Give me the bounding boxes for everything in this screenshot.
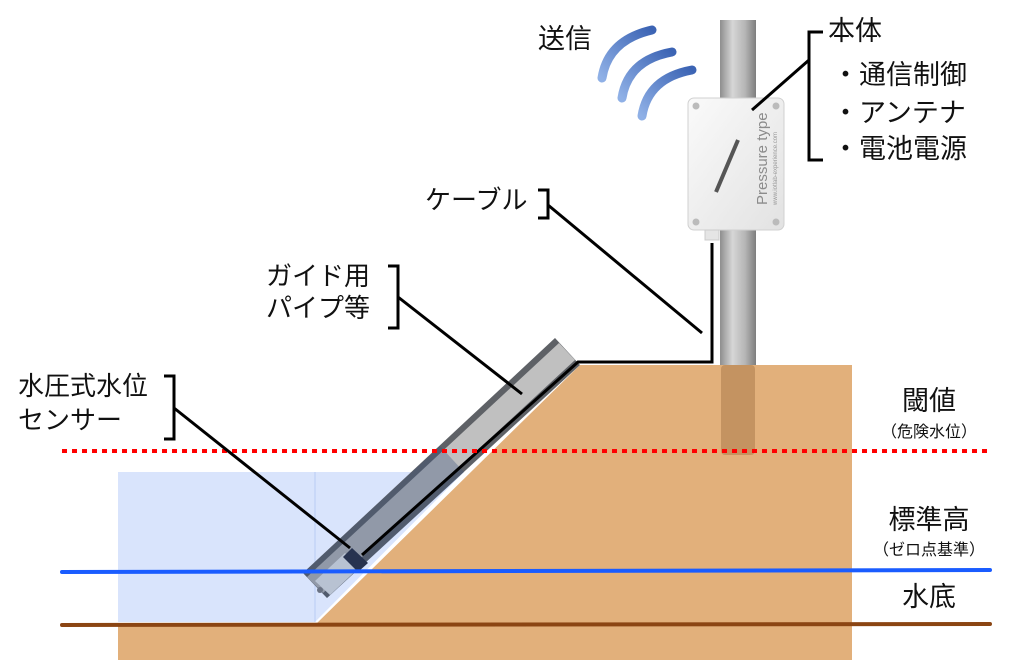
guide-pipe xyxy=(303,338,580,598)
cable-label: ケーブル xyxy=(425,186,528,216)
pressure-sensor xyxy=(315,548,368,595)
soil-bank xyxy=(118,365,852,660)
unit-title: 本体 xyxy=(828,16,882,47)
device-brand-text: Pressure type xyxy=(754,112,771,205)
standard-sub: （ゼロ点基準） xyxy=(872,540,985,559)
unit-item-battery: ・電池電源 xyxy=(832,134,967,165)
device-url-text: www.iotlab-experience.com xyxy=(773,132,779,206)
callout-lines xyxy=(164,30,823,550)
sensor-label-2: センサー xyxy=(18,406,123,436)
pole-underground xyxy=(721,365,755,455)
threshold-sub: （危険水位） xyxy=(880,422,977,441)
sensor-label-1: 水圧式水位 xyxy=(18,372,149,402)
signal-icon xyxy=(597,25,697,121)
guide-pipe-label-1: ガイド用 xyxy=(266,262,371,292)
standard-line xyxy=(60,568,992,574)
unit-item-antenna: ・アンテナ xyxy=(832,98,966,129)
transmit-label: 送信 xyxy=(538,24,592,55)
sensor-cable xyxy=(361,243,714,557)
threshold-title: 閾値 xyxy=(902,386,956,417)
bottom-line xyxy=(60,622,992,627)
bottom-title: 水底 xyxy=(902,582,956,613)
standard-title: 標準高 xyxy=(888,505,970,536)
unit-item-comm: ・通信制御 xyxy=(832,60,967,91)
device-unit xyxy=(687,97,785,241)
guide-pipe-label-2: パイプ等 xyxy=(266,294,371,324)
